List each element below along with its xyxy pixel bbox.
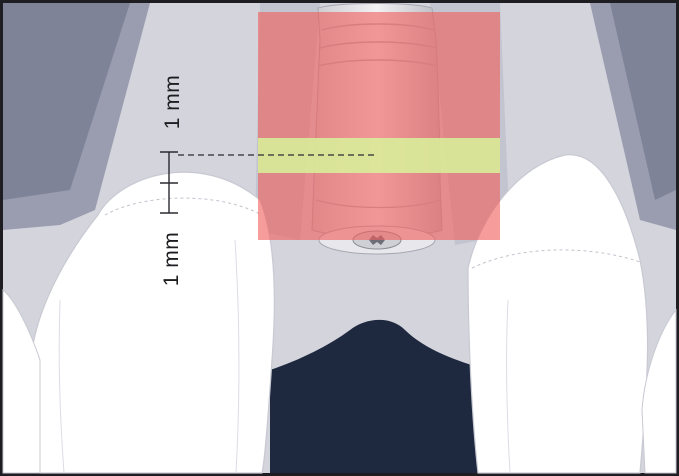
- implant-red-zone: [258, 12, 500, 240]
- implant-green-band: [258, 138, 500, 173]
- lower-dimension-label: 1 mm: [160, 214, 184, 304]
- upper-dimension-label: 1 mm: [161, 67, 185, 137]
